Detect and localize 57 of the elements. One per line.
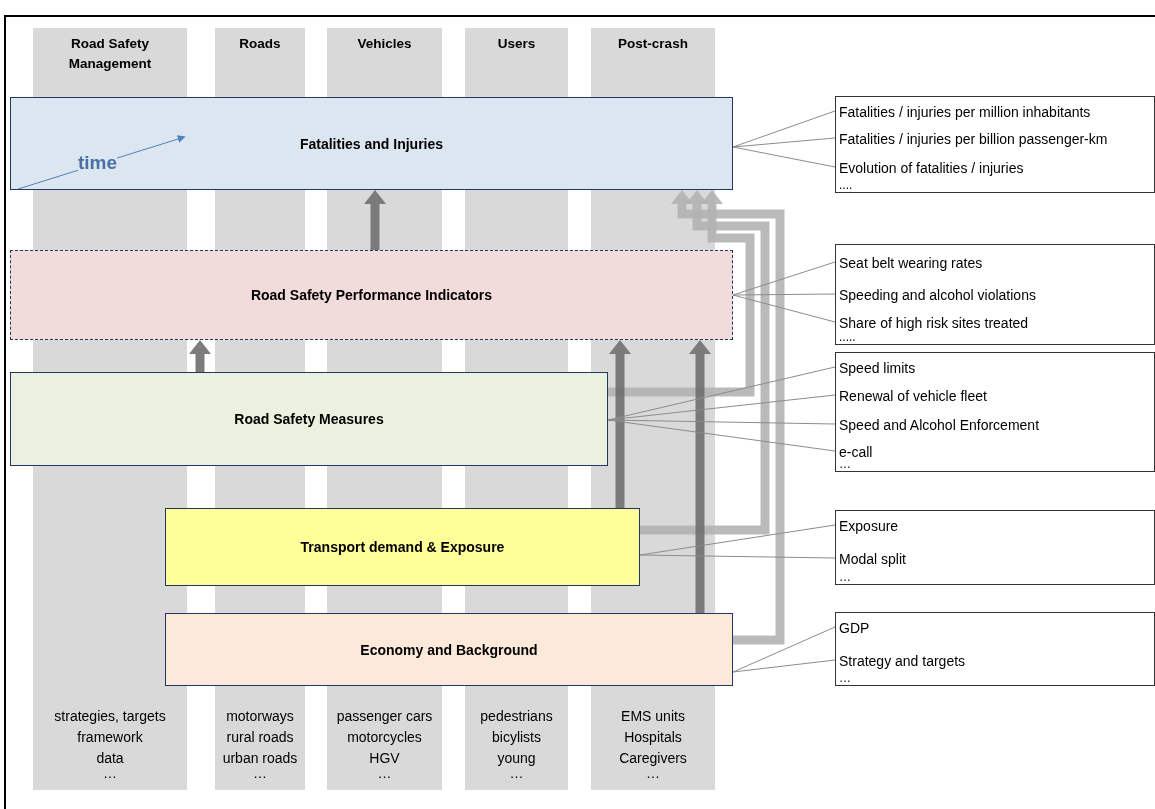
indicator-item: Share of high risk sites treated: [839, 313, 1029, 333]
indicator-item: Speeding and alcohol violations: [839, 285, 1036, 305]
indicator-item: Strategy and targets: [839, 651, 966, 671]
leader-line: [732, 626, 836, 673]
indicator-list-box: [835, 510, 1155, 585]
ellipsis-text: ....: [839, 178, 853, 192]
ellipsis-text: …: [839, 570, 851, 584]
column-text: strategies, targets: [54, 707, 166, 725]
indicator-item: Fatalities / injuries per million inhabitants: [839, 102, 1091, 122]
layer-box: [10, 97, 733, 190]
leader-line: [732, 137, 836, 148]
column-text: motorways: [226, 707, 294, 725]
indicator-list-box: [835, 96, 1155, 193]
column-text: framework: [77, 728, 143, 746]
indicator-item: Seat belt wearing rates: [839, 253, 983, 273]
column-text: bicylists: [492, 728, 541, 746]
layer-box: [165, 508, 640, 586]
column-text: …: [646, 765, 660, 782]
column-heading: Users: [496, 35, 537, 53]
column-heading: Road Safety Management: [67, 35, 153, 73]
column-heading: Vehicles: [356, 35, 413, 53]
column-text: young: [497, 749, 536, 767]
layer-box: [10, 250, 733, 340]
column-text: rural roads: [226, 728, 294, 746]
leader-line: [732, 110, 836, 148]
indicator-item: Speed limits: [839, 358, 916, 378]
indicator-item: Fatalities / injuries per billion passenger-km: [839, 129, 1108, 149]
indicator-item: Modal split: [839, 549, 906, 569]
column-text: …: [103, 764, 117, 782]
column-text: …: [509, 765, 524, 782]
column-text: data: [96, 749, 124, 767]
layer-box: [10, 372, 608, 466]
ellipsis-text: .....: [839, 330, 856, 344]
indicator-item: Renewal of vehicle fleet: [839, 386, 987, 406]
indicator-item: Speed and Alcohol Enforcement: [839, 415, 1040, 435]
column-text: pedestrians: [480, 707, 553, 725]
column-text: passenger cars: [336, 707, 433, 725]
layer-box: [165, 613, 733, 686]
indicator-item: Exposure: [839, 516, 899, 536]
indicator-list-box: [835, 244, 1155, 345]
column-heading: Roads: [238, 35, 282, 53]
indicator-list-box: [835, 352, 1155, 472]
indicator-list-box: [835, 612, 1155, 686]
column-text: Hospitals: [624, 728, 682, 746]
indicator-item: Evolution of fatalities / injuries: [839, 158, 1024, 178]
leader-line: [732, 146, 836, 168]
column-text: HGV: [369, 749, 400, 767]
column-text: Caregivers: [619, 749, 687, 767]
leader-line: [732, 659, 836, 673]
column-text: …: [253, 764, 267, 782]
column-text: urban roads: [222, 749, 298, 767]
column-text: …: [377, 764, 392, 782]
indicator-item: GDP: [839, 618, 870, 638]
column-text: motorcycles: [347, 728, 422, 746]
ellipsis-text: …: [839, 671, 851, 685]
column-text: EMS units: [621, 707, 685, 725]
column-heading: Post-crash: [617, 35, 689, 53]
